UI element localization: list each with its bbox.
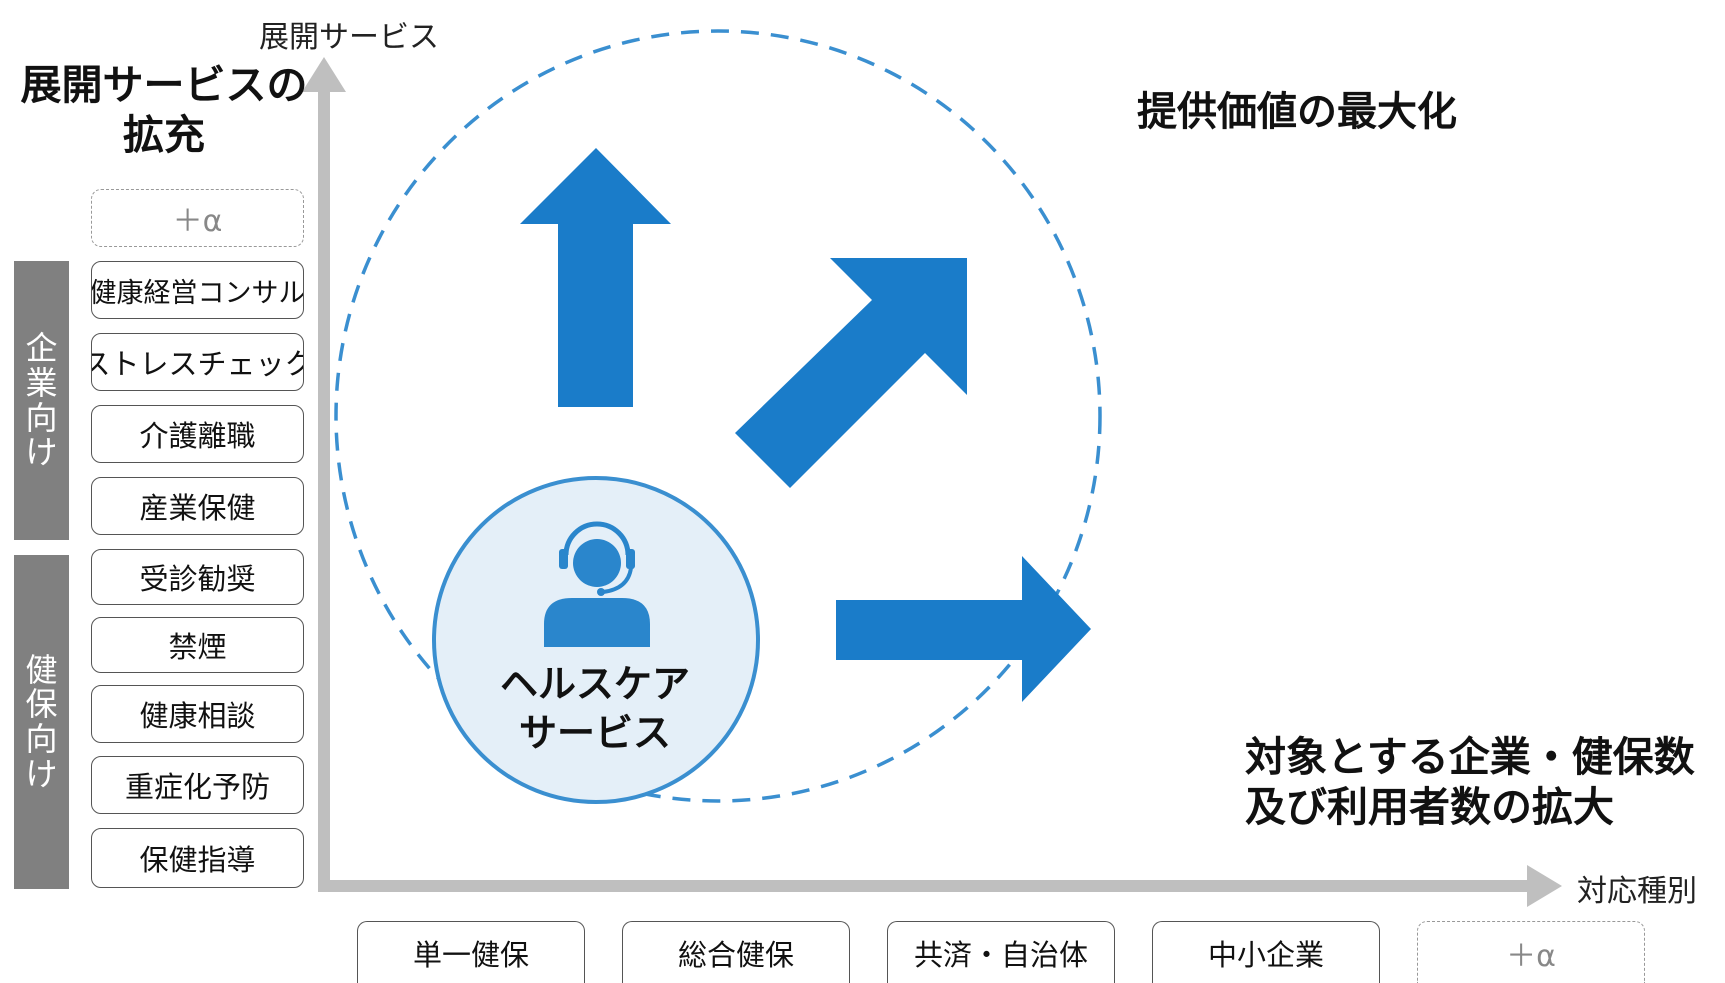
- left-heading: 展開サービスの 拡充: [14, 60, 314, 160]
- target-item: 総合健保: [622, 921, 850, 983]
- bottom-right-heading: 対象とする企業・健保数 及び利用者数の拡大: [1245, 732, 1695, 832]
- y-axis-arrowhead: [302, 57, 346, 92]
- tag-corporate-char: 向: [25, 398, 58, 437]
- tag-corporate-char: 企: [25, 329, 58, 368]
- y-axis-label: 展開サービス: [259, 20, 439, 55]
- left-heading-line-1: 展開サービスの: [20, 61, 308, 109]
- bottom-right-heading-line-2: 及び利用者数の拡大: [1245, 783, 1614, 832]
- y-axis-line: [318, 80, 330, 892]
- target-plus-alpha: ＋α: [1417, 921, 1645, 983]
- support-agent-icon: [544, 521, 650, 647]
- tag-insurer-char: け: [25, 754, 58, 793]
- healthcare-service-label: ヘルスケア サービス: [440, 660, 750, 759]
- top-right-heading: 提供価値の最大化: [1137, 89, 1457, 135]
- service-item: 健康経営コンサル: [91, 261, 304, 319]
- service-item: 介護離職: [91, 405, 304, 463]
- tag-insurer-char: 保: [25, 685, 58, 724]
- x-axis-arrowhead: [1527, 865, 1562, 907]
- service-item: 禁煙: [91, 617, 304, 673]
- tag-insurer: 健 保 向 け: [14, 555, 69, 889]
- tag-corporate: 企 業 向 け: [14, 261, 69, 540]
- service-item: 受診勧奨: [91, 549, 304, 605]
- center-label-line-2: サービス: [518, 711, 671, 756]
- service-plus-alpha: ＋α: [91, 189, 304, 247]
- tag-insurer-char: 健: [25, 650, 58, 689]
- value-dashed-circle: [334, 29, 1102, 803]
- left-heading-line-2: 拡充: [123, 111, 205, 160]
- arrow-right: [836, 556, 1091, 702]
- service-item: ストレスチェック: [91, 333, 304, 391]
- tag-corporate-char: け: [25, 433, 58, 472]
- target-item: 単一健保: [357, 921, 585, 983]
- arrow-diagonal: [735, 258, 967, 488]
- target-item: 共済・自治体: [887, 921, 1115, 983]
- service-item: 保健指導: [91, 828, 304, 888]
- x-axis-label: 対応種別: [1577, 874, 1697, 909]
- x-axis-line: [318, 880, 1528, 892]
- tag-insurer-char: 向: [25, 720, 58, 758]
- target-item: 中小企業: [1152, 921, 1380, 983]
- center-label-line-1: ヘルスケア: [499, 662, 690, 706]
- tag-corporate-char: 業: [25, 363, 58, 402]
- arrow-up: [520, 148, 671, 407]
- bottom-right-heading-line-1: 対象とする企業・健保数: [1245, 733, 1695, 781]
- service-item: 健康相談: [91, 685, 304, 743]
- service-item: 重症化予防: [91, 756, 304, 814]
- service-item: 産業保健: [91, 477, 304, 535]
